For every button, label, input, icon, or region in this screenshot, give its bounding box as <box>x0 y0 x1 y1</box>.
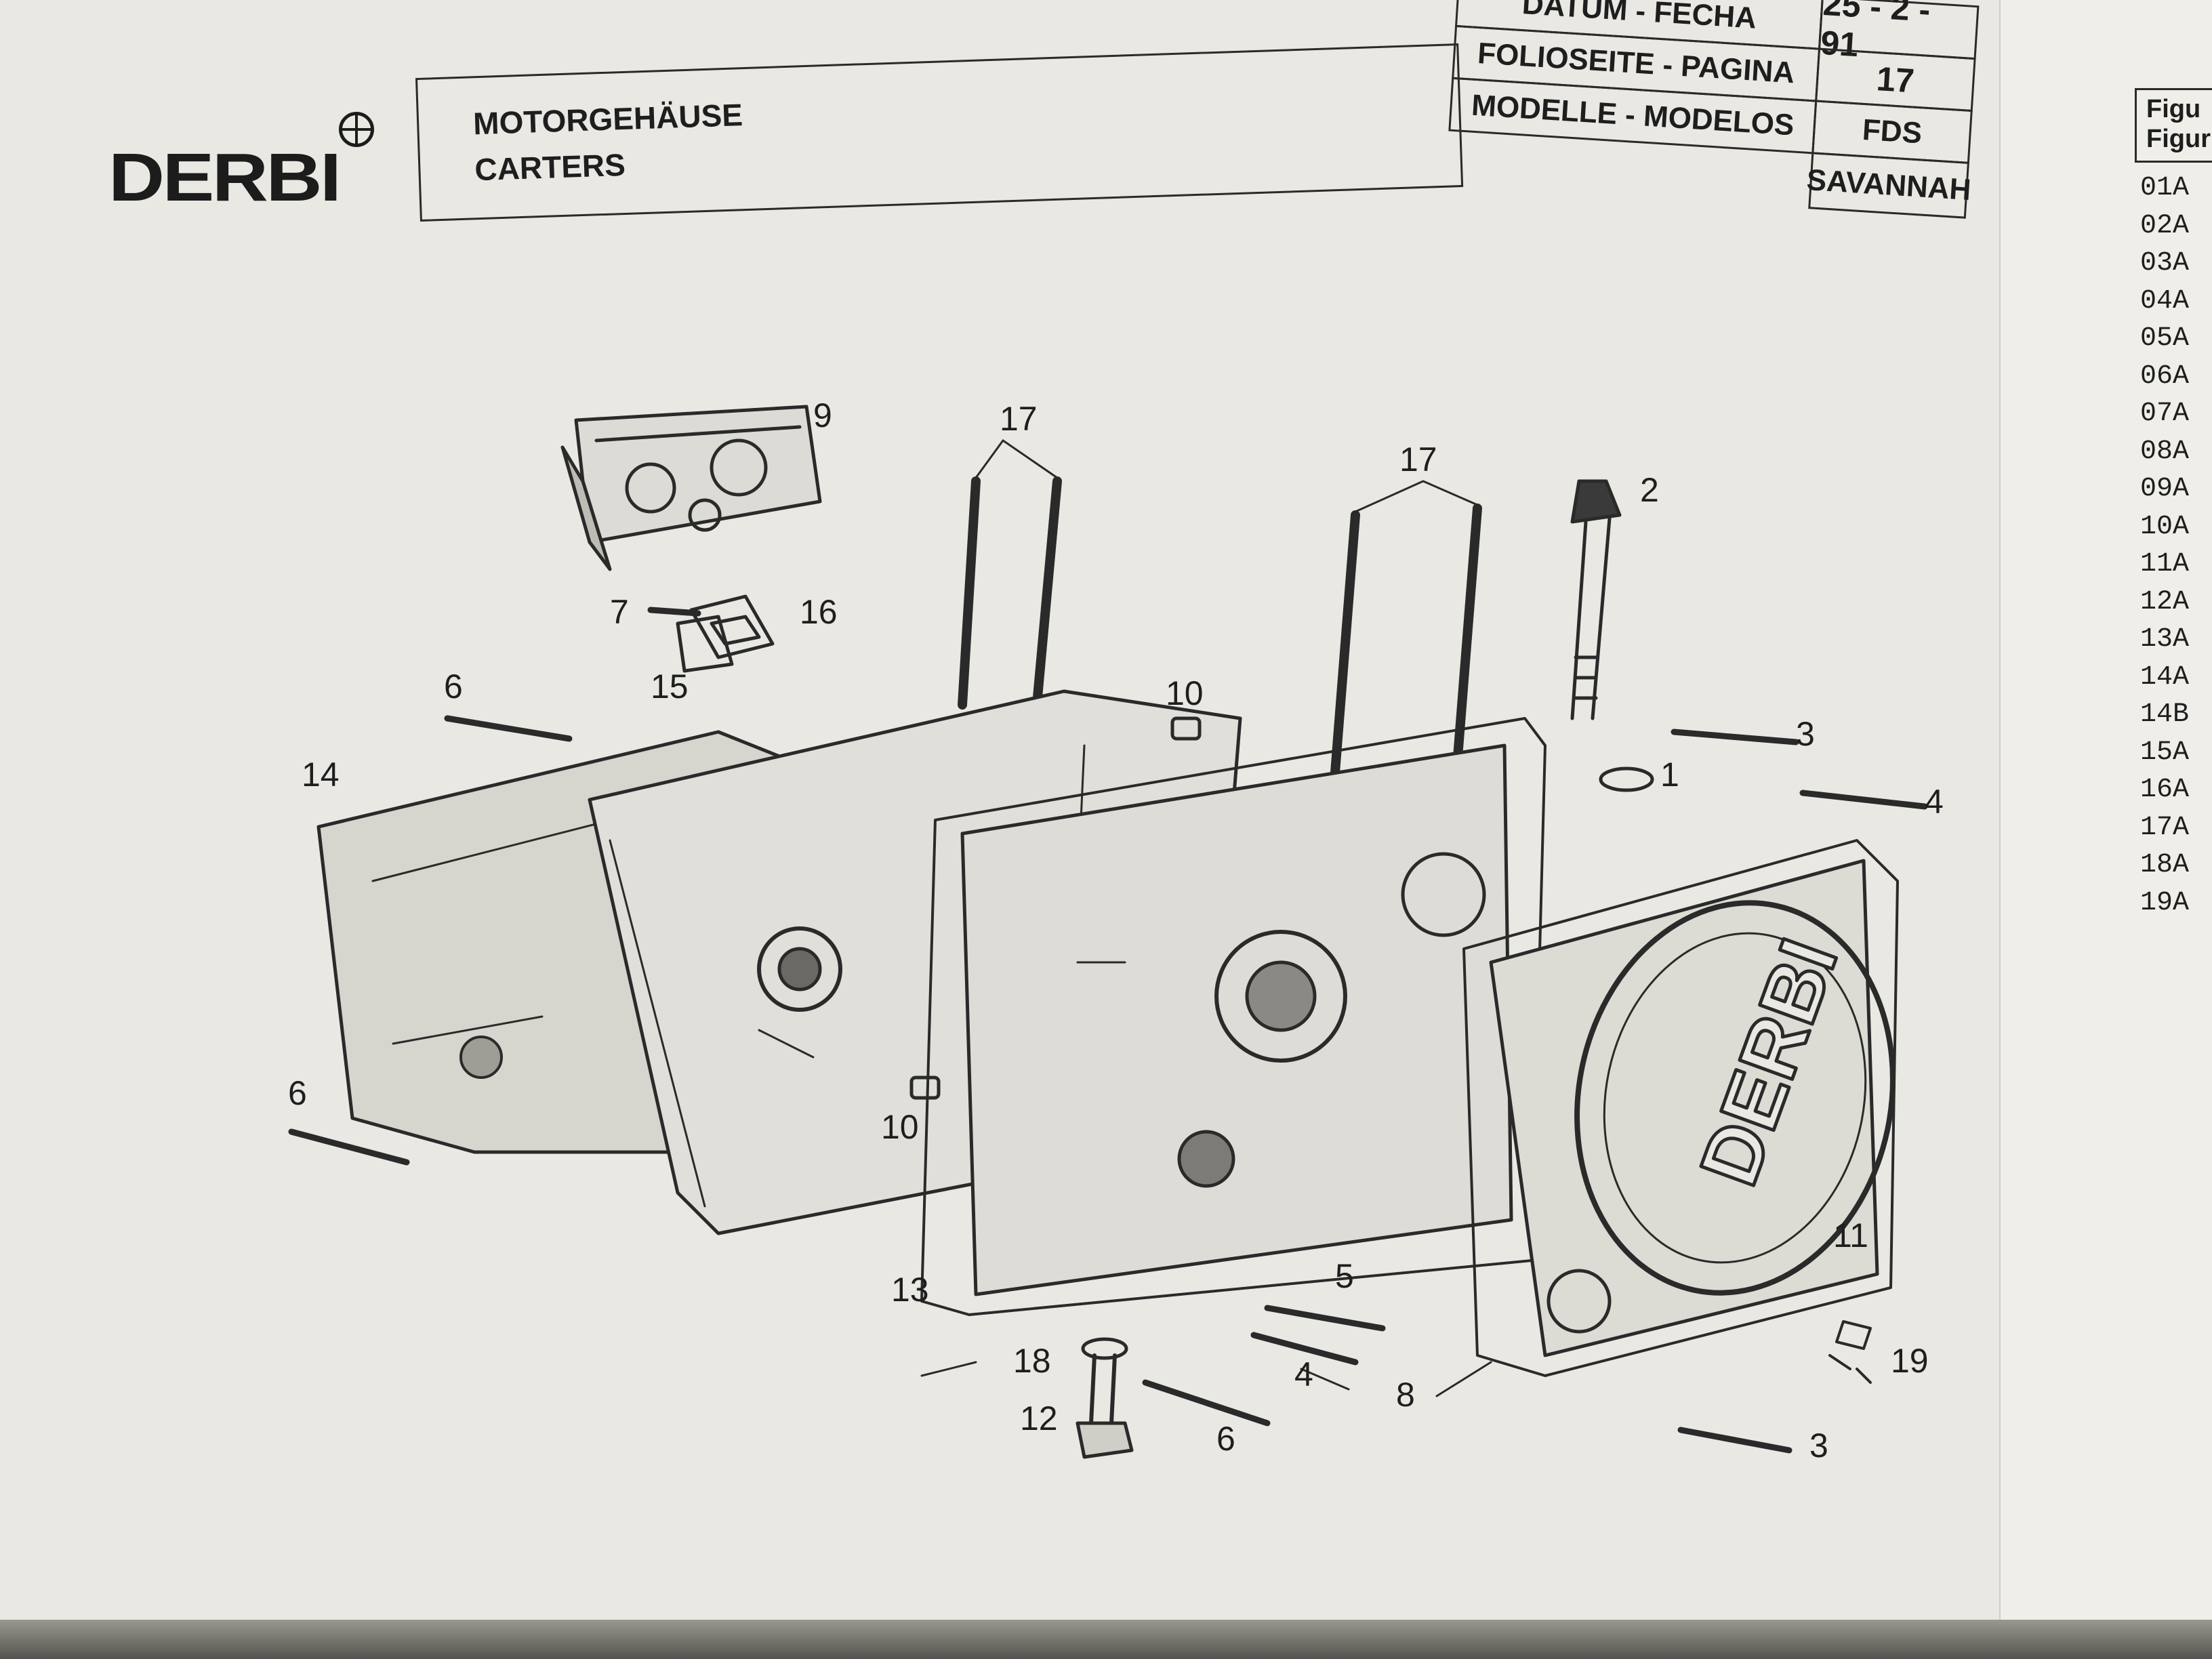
cover-gasket-part <box>1462 839 1899 1377</box>
list-item: 08A <box>2140 436 2190 467</box>
dipstick-part <box>1570 479 1622 720</box>
list-item: 05A <box>2140 323 2190 354</box>
callout-10-bottom: 10 <box>881 1108 919 1146</box>
globe-icon <box>339 112 374 147</box>
callout-17-left: 17 <box>1000 400 1038 438</box>
figure-column-header: Figu Figur <box>2135 88 2212 163</box>
figure-header-line2: Figur <box>2146 125 2211 153</box>
gear-cover-part <box>560 405 822 571</box>
callout-13: 13 <box>891 1271 929 1309</box>
list-item: 09A <box>2140 474 2190 504</box>
callout-3-top: 3 <box>1796 715 1815 753</box>
list-item: 06A <box>2140 361 2190 392</box>
callout-11: 11 <box>1833 1216 1868 1254</box>
callout-8: 8 <box>1396 1376 1415 1414</box>
stud-bolts-left <box>958 476 1062 710</box>
callout-2: 2 <box>1640 471 1659 509</box>
o-ring-part <box>1599 766 1654 792</box>
callout-16: 16 <box>800 593 838 631</box>
callout-7: 7 <box>610 593 629 631</box>
screw-parts <box>288 607 1928 1454</box>
list-item: 14B <box>2140 699 2190 730</box>
list-item: 12A <box>2140 586 2190 617</box>
callout-9: 9 <box>813 396 832 434</box>
stud-bolts-right <box>1330 504 1482 777</box>
list-item: 07A <box>2140 398 2190 429</box>
list-item: 01A <box>2140 173 2190 203</box>
exploded-view-drawing: DERBI 9 17 17 2 7 16 15 6 10 3 <box>288 396 1944 1465</box>
clutch-cover-part <box>1489 859 1879 1357</box>
callout-1: 1 <box>1660 756 1679 794</box>
list-item: 18A <box>2140 850 2190 880</box>
right-crankcase-part <box>960 743 1513 1296</box>
model-name-value: SAVANNAH <box>1805 152 1972 219</box>
callout-10-top: 10 <box>1166 674 1204 712</box>
list-item: 04A <box>2140 285 2190 316</box>
callout-6-top: 6 <box>444 668 463 705</box>
facing-page <box>1999 0 2212 1626</box>
figure-list: 01A 02A 03A 04A 05A 06A 07A 08A 09A 10A … <box>2140 169 2189 922</box>
header-table: DATUM - FECHA 25 - 2 - 91 FOLIOSEITE - P… <box>1444 0 1980 236</box>
callout-15: 15 <box>651 668 689 705</box>
clips-part <box>1828 1320 1872 1384</box>
list-item: 17A <box>2140 812 2190 843</box>
table-surface <box>0 1620 2212 1659</box>
figure-header-line1: Figu <box>2146 95 2201 123</box>
callout-6-left: 6 <box>288 1074 307 1112</box>
list-item: 15A <box>2140 737 2190 768</box>
callout-18: 18 <box>1013 1342 1051 1380</box>
title-spanish: CARTERS <box>474 146 626 188</box>
callout-5: 5 <box>1335 1257 1354 1295</box>
callout-6-bottom: 6 <box>1216 1420 1235 1458</box>
callout-4-right: 4 <box>1925 783 1944 821</box>
catalog-page: DERBI MOTORGEHÄUSE CARTERS DATUM - FECHA… <box>0 0 2003 1626</box>
derbi-logo: DERBI <box>108 140 342 216</box>
list-item: 10A <box>2140 511 2190 542</box>
list-item: 13A <box>2140 624 2190 655</box>
drain-plug-part <box>1076 1337 1134 1459</box>
list-item: 19A <box>2140 887 2190 918</box>
callout-19: 19 <box>1891 1342 1929 1380</box>
list-item: 11A <box>2140 549 2190 579</box>
list-item: 02A <box>2140 210 2190 241</box>
callout-14: 14 <box>302 756 340 794</box>
list-item: 03A <box>2140 248 2190 279</box>
callout-4-bottom: 4 <box>1294 1355 1313 1393</box>
dowel-pin-part <box>1170 716 1202 741</box>
title-box: MOTORGEHÄUSE CARTERS <box>415 43 1464 222</box>
list-item: 16A <box>2140 775 2190 805</box>
callout-12: 12 <box>1020 1399 1058 1437</box>
callout-17-right: 17 <box>1399 441 1437 478</box>
title-german: MOTORGEHÄUSE <box>472 97 743 142</box>
list-item: 14A <box>2140 661 2190 693</box>
callout-3-bottom: 3 <box>1809 1427 1828 1465</box>
gasket-parts <box>676 594 775 673</box>
